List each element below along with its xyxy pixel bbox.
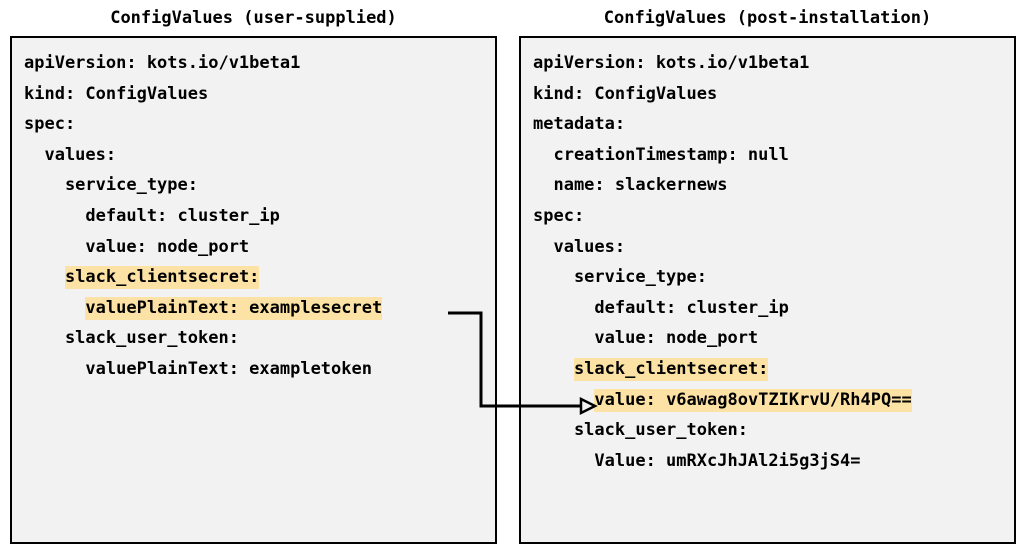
left-yaml-line-0-seg-0: apiVersion: kots.io/v1beta1 [24,53,301,73]
left-yaml-line-6-seg-0: value: node_port [24,236,250,257]
right-yaml-line-7-seg-0: service_type: [533,267,707,288]
right-panel-yaml: apiVersion: kots.io/v1beta1 kind: ConfigV… [533,48,1014,476]
right-yaml-line-1-seg-0: kind: ConfigValues [533,83,718,104]
right-yaml-line-9-seg-0: value: node_port [533,328,759,349]
left-yaml-line-7-seg-0 [24,267,65,287]
left-yaml-line-4-seg-0: service_type: [24,175,198,196]
left-yaml-line-6: value: node_port [24,232,495,263]
right-yaml-line-3: creationTimestamp: null [533,140,1014,171]
right-yaml-line-10-seg-1-highlighted: slack_clientsecret: [573,357,769,381]
left-panel-yaml: apiVersion: kots.io/v1beta1 kind: ConfigV… [24,48,495,385]
right-yaml-line-7: service_type: [533,262,1014,293]
right-yaml-line-12: slack_user_token: [533,415,1014,446]
left-yaml-line-3: values: [24,140,495,171]
left-yaml-line-1-seg-0: kind: ConfigValues [24,83,209,104]
right-yaml-line-4: name: slackernews [533,170,1014,201]
left-yaml-line-4: service_type: [24,170,495,201]
left-yaml-line-8-seg-0 [24,298,85,318]
right-yaml-line-2-seg-0: metadata: [533,114,626,135]
right-yaml-line-11-seg-1-highlighted: value: v6awag8ovTZIKrvU/Rh4PQ== [594,388,912,412]
right-yaml-line-5: spec: [533,201,1014,232]
right-panel-configvalues-post-installation: apiVersion: kots.io/v1beta1 kind: ConfigV… [519,36,1016,544]
right-yaml-line-8-seg-0: default: cluster_ip [533,297,789,318]
right-yaml-line-9: value: node_port [533,323,1014,354]
left-yaml-line-7-seg-1-highlighted: slack_clientsecret: [64,266,260,290]
right-panel-title: ConfigValues (post-installation) [603,8,932,28]
left-yaml-line-5-seg-0: default: cluster_ip [24,205,280,226]
right-yaml-line-6-seg-0: values: [533,236,626,257]
left-yaml-line-9: slack_user_token: [24,323,495,354]
right-yaml-line-1: kind: ConfigValues [533,79,1014,110]
right-yaml-line-13-seg-0: Value: umRXcJhJAl2i5g3jS4= [533,450,861,471]
left-yaml-line-3-seg-0: values: [24,144,117,165]
left-yaml-line-2: spec: [24,109,495,140]
right-yaml-line-11-seg-0 [533,390,594,410]
left-yaml-line-0: apiVersion: kots.io/v1beta1 [24,48,495,79]
left-yaml-line-5: default: cluster_ip [24,201,495,232]
left-yaml-line-2-seg-0: spec: [24,114,76,135]
left-yaml-line-10: valuePlainText: exampletoken [24,354,495,385]
right-yaml-line-2: metadata: [533,109,1014,140]
left-panel-title: ConfigValues (user-supplied) [110,8,397,28]
left-yaml-line-10-seg-0: valuePlainText: exampletoken [24,358,372,379]
right-yaml-line-11: value: v6awag8ovTZIKrvU/Rh4PQ== [533,385,1014,416]
right-yaml-line-10: slack_clientsecret: [533,354,1014,385]
right-yaml-line-10-seg-0 [533,359,574,379]
right-yaml-line-8: default: cluster_ip [533,293,1014,324]
right-yaml-line-3-seg-0: creationTimestamp: null [533,144,789,165]
left-panel-configvalues-user-supplied: apiVersion: kots.io/v1beta1 kind: ConfigV… [10,36,497,544]
right-yaml-line-0: apiVersion: kots.io/v1beta1 [533,48,1014,79]
right-yaml-line-4-seg-0: name: slackernews [533,175,728,196]
right-yaml-line-13: Value: umRXcJhJAl2i5g3jS4= [533,446,1014,477]
left-yaml-line-8: valuePlainText: examplesecret [24,293,495,324]
right-yaml-line-12-seg-0: slack_user_token: [533,420,748,441]
right-yaml-line-5-seg-0: spec: [533,205,585,226]
left-yaml-line-8-seg-1-highlighted: valuePlainText: examplesecret [85,296,383,320]
left-yaml-line-9-seg-0: slack_user_token: [24,328,239,349]
right-yaml-line-0-seg-0: apiVersion: kots.io/v1beta1 [533,53,810,73]
left-yaml-line-7: slack_clientsecret: [24,262,495,293]
right-yaml-line-6: values: [533,232,1014,263]
left-yaml-line-1: kind: ConfigValues [24,79,495,110]
